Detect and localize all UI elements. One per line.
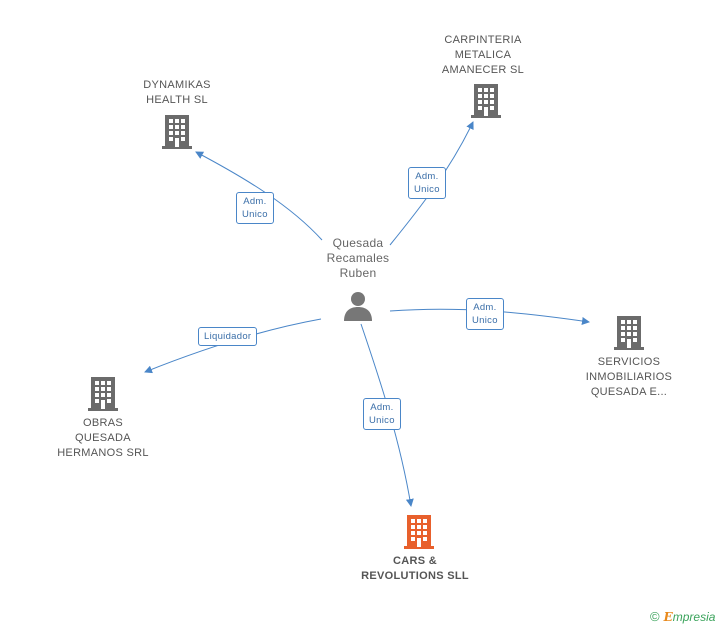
company-label-carpinteria[interactable]: CARPINTERIA METALICA AMANECER SL: [423, 33, 543, 78]
role-text: Liquidador: [204, 331, 252, 342]
role-text: Adm.: [243, 196, 267, 207]
building-icon[interactable]: [88, 377, 118, 411]
company-name-line: CARPINTERIA: [444, 34, 522, 46]
role-badge-cars[interactable]: Adm. Unico: [363, 398, 401, 430]
company-label-dynamikas[interactable]: DYNAMIKAS HEALTH SL: [117, 78, 237, 108]
company-name-line: SERVICIOS: [597, 356, 661, 368]
building-icon[interactable]: [162, 115, 192, 149]
company-label-cars[interactable]: CARS & REVOLUTIONS SLL: [345, 554, 485, 584]
role-badge-carpinteria[interactable]: Adm. Unico: [408, 167, 446, 199]
copyright-symbol: ©: [650, 609, 660, 624]
company-label-servicios[interactable]: SERVICIOS INMOBILIARIOS QUESADA E...: [569, 355, 689, 400]
person-name-line: Recamales: [326, 251, 390, 265]
role-text: Unico: [242, 209, 268, 220]
role-badge-servicios[interactable]: Adm. Unico: [466, 298, 504, 330]
person-name-line: Ruben: [339, 266, 377, 280]
empresia-logo: ©Empresia: [650, 609, 715, 624]
company-name-line: REVOLUTIONS SLL: [361, 570, 469, 582]
role-text: Unico: [414, 184, 440, 195]
company-label-obras[interactable]: OBRAS QUESADA HERMANOS SRL: [43, 416, 163, 461]
role-text: Adm.: [415, 171, 439, 182]
company-name-line: CARS &: [393, 555, 437, 567]
person-name-line: Quesada: [332, 236, 384, 250]
company-name-line: AMANECER SL: [441, 64, 525, 76]
brand-name-rest: mpresia: [672, 610, 716, 624]
company-name-line: OBRAS: [82, 417, 123, 429]
role-text: Adm.: [370, 402, 394, 413]
role-text: Unico: [472, 315, 498, 326]
role-badge-dynamikas[interactable]: Adm. Unico: [236, 192, 274, 224]
building-icon[interactable]: [614, 316, 644, 350]
role-badge-obras[interactable]: Liquidador: [198, 327, 258, 346]
person-icon[interactable]: [344, 292, 372, 321]
company-name-line: DYNAMIKAS: [143, 79, 211, 91]
building-icon[interactable]: [404, 515, 434, 549]
role-text: Adm.: [473, 302, 497, 313]
person-name[interactable]: Quesada Recamales Ruben: [300, 236, 416, 281]
company-name-line: HEALTH SL: [146, 94, 208, 106]
company-name-line: QUESADA: [75, 432, 131, 444]
building-icon[interactable]: [471, 84, 501, 118]
company-name-line: INMOBILIARIOS: [585, 371, 673, 383]
company-name-line: QUESADA E...: [590, 386, 668, 398]
company-name-line: METALICA: [454, 49, 512, 61]
company-name-line: HERMANOS SRL: [57, 447, 149, 459]
brand-initial: E: [663, 610, 673, 624]
role-text: Unico: [369, 415, 395, 426]
